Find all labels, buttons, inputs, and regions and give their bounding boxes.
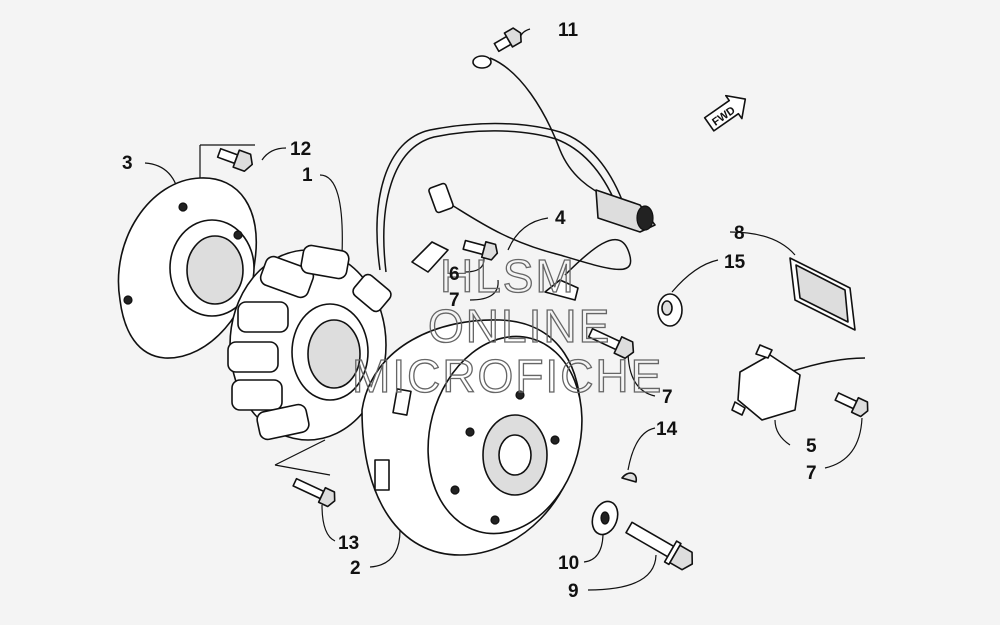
washer [591,500,619,536]
bolt-7-coil [834,392,869,418]
callout-12: 12 [290,139,311,160]
bolt-12 [216,147,254,172]
flywheel [361,319,583,556]
fwd-arrow: FWD [703,94,747,132]
callout-11: 11 [558,20,579,41]
stator-coil [227,244,392,441]
woodruff-key [621,472,638,483]
bolt-7 [587,327,635,360]
trigger-coil [731,344,866,421]
callout-10: 10 [558,553,579,574]
callout-7c: 7 [806,463,817,484]
watermark-line-3: MICROFICHE [352,350,663,402]
callout-14: 14 [656,419,678,440]
callout-13: 13 [338,533,359,554]
callout-1: 1 [302,165,313,186]
callout-5: 5 [806,436,817,457]
flywheel-bolt [625,521,694,571]
callout-4: 4 [555,208,566,229]
callout-15: 15 [724,252,746,273]
bolt-11 [493,27,522,53]
stator-plate [117,177,257,359]
callout-7b: 7 [662,387,673,408]
callout-8: 8 [734,223,745,244]
wiring-harness [376,55,656,301]
watermark-line-1: HLSM [440,250,576,302]
grommet [657,293,683,327]
bolt-6 [462,239,499,261]
callout-labels: 1 2 3 4 5 6 7 7 7 8 9 10 11 12 13 14 15 [122,20,817,602]
pickup-pad [789,257,856,331]
callout-9: 9 [568,581,579,602]
watermark-line-2: ONLINE [428,300,611,352]
callout-2: 2 [350,558,361,579]
watermark: HLSM ONLINE MICROFICHE [351,249,663,402]
callout-6: 6 [449,264,460,285]
callout-7a: 7 [449,290,460,311]
callout-3: 3 [122,153,133,174]
bolt-13 [292,477,336,508]
